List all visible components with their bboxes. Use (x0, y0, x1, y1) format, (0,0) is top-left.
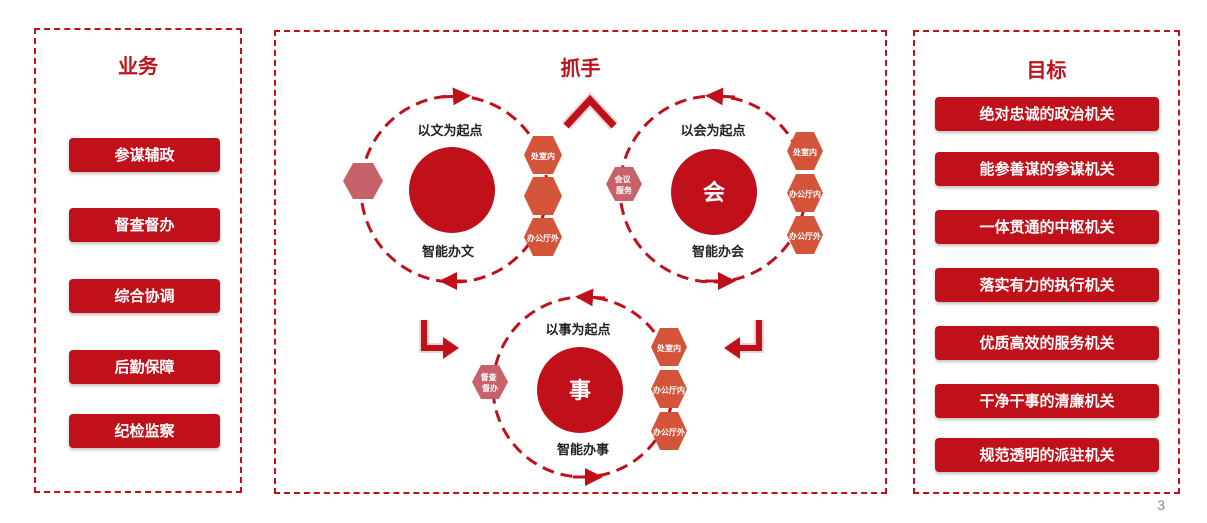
goal-item-6: 干净干事的清廉机关 (935, 384, 1159, 418)
side-hex-label-affair: 督查 督办 (481, 372, 500, 393)
start-label-meeting: 以会为起点 (680, 123, 745, 139)
business-item-1: 参谋辅政 (69, 138, 220, 172)
business-item-2: 督查督办 (69, 208, 220, 242)
goal-item-3: 一体贯通的中枢机关 (935, 210, 1159, 244)
goal-item-1: 绝对忠诚的政治机关 (935, 97, 1159, 131)
goal-item-4: 落实有力的执行机关 (935, 268, 1159, 302)
hex-affair-2 (651, 370, 687, 408)
business-item-3: 综合协调 (69, 279, 220, 313)
core-label-meeting: 会 (703, 180, 725, 206)
hex-meeting-1 (787, 132, 823, 170)
flow-arrow-right (724, 320, 764, 359)
side-hex-document (343, 163, 383, 199)
hex-label-affair-3: 办公厅外 (653, 427, 685, 437)
page-number: 3 (1157, 497, 1165, 513)
side-hex-label-meeting: 会议 服务 (615, 174, 634, 195)
hex-label-document-3: 办公厅外 (527, 233, 559, 243)
side-hex-label-affair-line1: 督查 (481, 372, 498, 382)
cycle-group-affair: 事 以事为起点 智能办事 督查 督办 处室内 办公厅内 办公厅外 (472, 288, 687, 486)
hex-label-document-1: 处室内 (530, 151, 555, 161)
hex-document-1 (524, 136, 562, 174)
side-hex-label-meeting-line2: 服务 (616, 185, 633, 195)
side-hex-meeting (606, 167, 642, 201)
hex-meeting-3 (787, 216, 823, 254)
core-circle-document (409, 147, 495, 233)
goals-panel-title: 目标 (1026, 58, 1067, 82)
ring-arrow-affair-top (575, 288, 606, 307)
goals-panel: 目标 绝对忠诚的政治机关 能参善谋的参谋机关 一体贯通的中枢机关 落实有力的执行… (913, 30, 1180, 494)
ring-arrow-meeting-top (705, 87, 736, 106)
flow-arrow-top (561, 91, 619, 130)
hex-document-2 (524, 177, 562, 215)
hex-affair-3 (651, 412, 687, 450)
side-hex-affair (472, 365, 508, 399)
business-item-5: 纪检监察 (69, 414, 220, 448)
cycle-group-meeting: 会 以会为起点 智能办会 会议 服务 处室内 办公厅内 办公厅外 (606, 87, 823, 290)
ring-arrow-document-top (439, 87, 471, 106)
business-panel-title: 业务 (118, 54, 158, 78)
smart-label-affair: 智能办事 (557, 442, 609, 458)
core-circle-affair (537, 347, 623, 433)
goal-item-2: 能参善谋的参谋机关 (935, 152, 1159, 186)
start-label-document: 以文为起点 (417, 123, 482, 139)
hex-document-3 (524, 218, 562, 256)
hex-label-affair-1: 处室内 (656, 343, 681, 353)
cycle-group-document: 以文为起点 智能办文 处室内 办公厅外 (343, 87, 562, 290)
hex-affair-1 (651, 328, 687, 366)
smart-label-meeting: 智能办会 (692, 244, 745, 260)
side-hex-label-affair-line2: 督办 (482, 383, 498, 393)
business-panel: 业务 参谋辅政 督查督办 综合协调 后勤保障 纪检监察 (34, 28, 242, 493)
hex-label-meeting-2: 办公厅内 (789, 189, 821, 199)
handles-panel: 抓手 (274, 30, 887, 494)
hex-label-meeting-1: 处室内 (792, 147, 817, 157)
goal-item-7: 规范透明的派驻机关 (935, 438, 1159, 472)
hex-label-affair-2: 办公厅内 (653, 385, 685, 395)
handles-panel-title: 抓手 (560, 56, 601, 80)
hex-label-meeting-3: 办公厅外 (789, 231, 821, 241)
smart-label-document: 智能办文 (422, 244, 475, 260)
business-item-4: 后勤保障 (69, 350, 220, 384)
side-hex-label-meeting-line1: 会议 (615, 174, 632, 184)
goal-item-5: 优质高效的服务机关 (935, 326, 1159, 360)
core-label-affair: 事 (569, 378, 591, 404)
core-circle-meeting (671, 149, 757, 235)
hex-meeting-2 (787, 174, 823, 212)
flow-arrow-left (419, 320, 459, 359)
start-label-affair: 以事为起点 (545, 322, 610, 338)
